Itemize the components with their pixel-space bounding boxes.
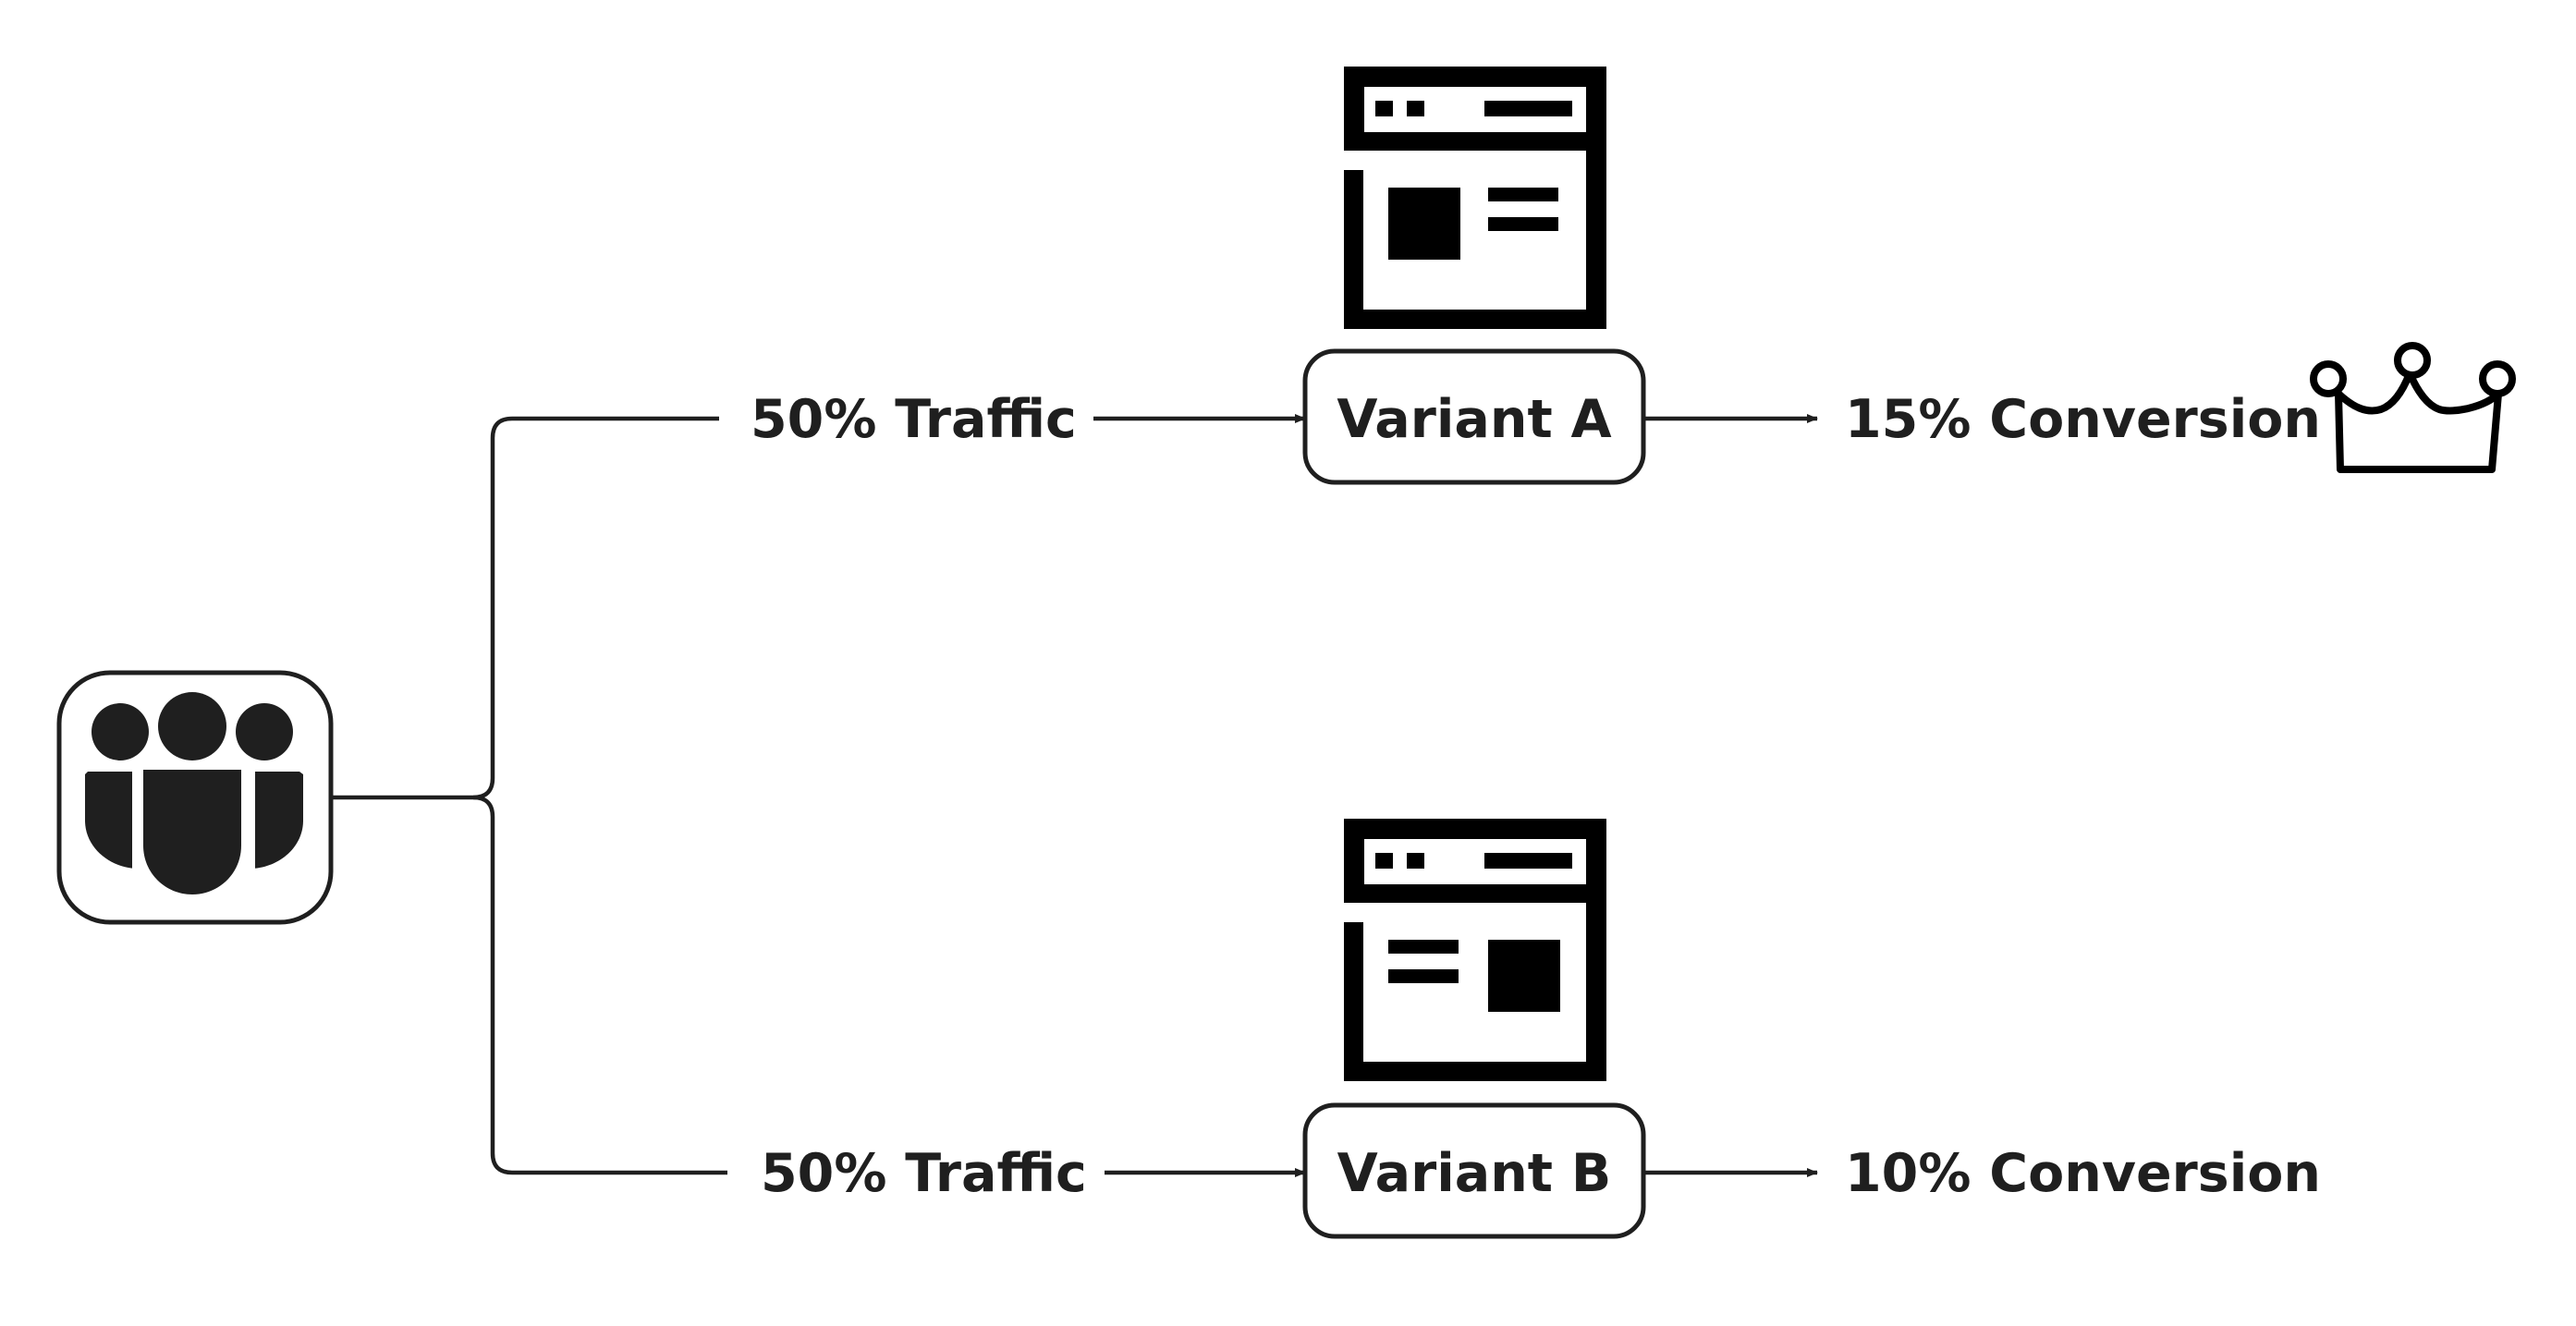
variant-a-box (1302, 348, 1646, 485)
crown-icon (2310, 342, 2516, 473)
variant-a-label: Variant A (1337, 389, 1611, 450)
users-node (56, 670, 334, 925)
traffic-label-b: 50% Traffic (761, 1143, 1087, 1204)
branch-b: 50% Traffic Variant B 10% Conversion (761, 819, 2321, 1239)
traffic-label-a: 50% Traffic (751, 389, 1077, 450)
variant-b-box (1302, 1102, 1646, 1239)
branch-connectors (333, 416, 727, 1175)
branch-a: 50% Traffic Variant A 15% Conversion (751, 67, 2516, 485)
variant-b-label: Variant B (1337, 1143, 1612, 1204)
conversion-label-b: 10% Conversion (1845, 1143, 2321, 1204)
webpage-image-left-icon (1344, 67, 1606, 329)
conversion-label-a: 15% Conversion (1845, 389, 2321, 450)
webpage-image-right-icon (1344, 819, 1606, 1081)
users-group-icon (85, 692, 303, 894)
